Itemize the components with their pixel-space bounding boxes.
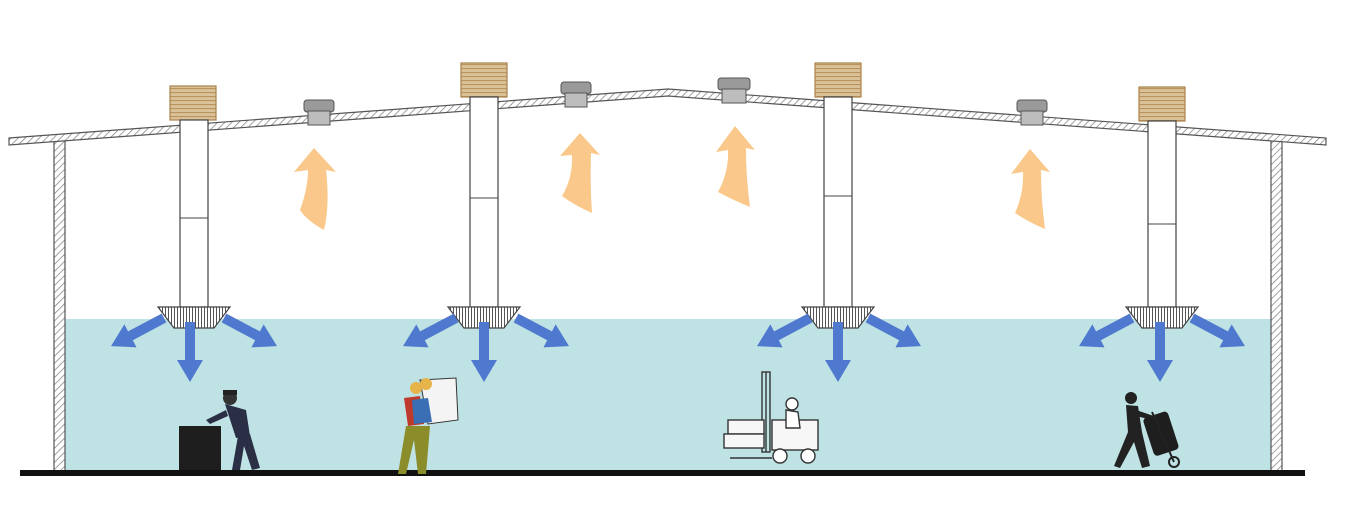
right-wall [1270, 139, 1283, 472]
roof [8, 88, 1327, 146]
air-cooler-unit [446, 62, 522, 329]
duct [179, 119, 209, 308]
air-cooler-unit [800, 62, 876, 329]
evaporative-air-cooler-icon [1138, 86, 1186, 122]
left-wall [53, 139, 66, 472]
evaporative-air-cooler-icon [169, 85, 217, 121]
duct [1147, 120, 1177, 308]
air-cooler-unit [156, 85, 232, 329]
evaporative-air-cooler-icon [814, 62, 862, 98]
forklift-icon [723, 371, 819, 464]
duct [823, 96, 853, 308]
worker-pushing-box-icon [179, 390, 260, 470]
up-arrow-icon [294, 148, 336, 230]
diffuser-outlet [800, 306, 876, 329]
roof-ventilator-icon [303, 99, 335, 126]
up-arrow-icon [716, 126, 755, 207]
diffuser-outlet [156, 306, 232, 329]
up-arrow-icon [560, 133, 600, 213]
floor [20, 470, 1305, 476]
roof-ventilator-icon [560, 81, 592, 108]
air-cooler-unit [1124, 86, 1200, 329]
roof-ventilator-icon [717, 77, 751, 104]
up-arrow-icon [1011, 149, 1050, 229]
evaporative-air-cooler-icon [460, 62, 508, 98]
duct [469, 96, 499, 308]
worker-hand-truck-icon [1114, 392, 1180, 468]
workers-reading-plan-icon [398, 377, 459, 474]
diffuser-outlet [446, 306, 522, 329]
diffuser-outlet [1124, 306, 1200, 329]
roof-ventilator-icon [1016, 99, 1048, 126]
